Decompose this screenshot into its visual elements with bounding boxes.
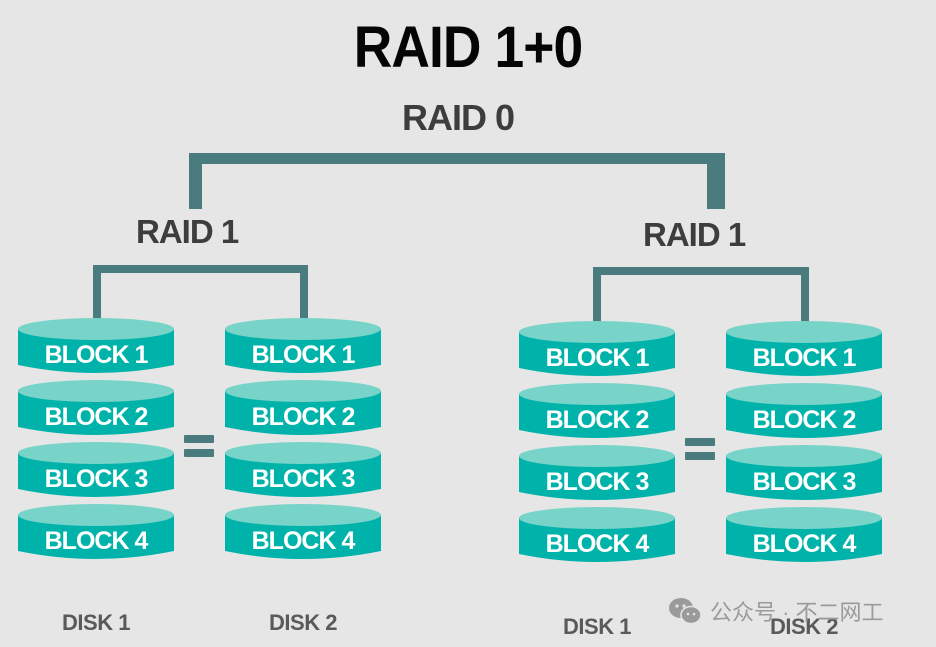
- block: BLOCK 4: [225, 501, 381, 565]
- block: BLOCK 1: [18, 315, 174, 379]
- block: BLOCK 3: [18, 439, 174, 503]
- block: BLOCK 4: [519, 504, 675, 568]
- equals-sign-icon: [184, 435, 214, 463]
- disk: BLOCK 1 BLOCK 2 BLOCK 3 BLOCK 4: [726, 318, 882, 568]
- disk: BLOCK 1 BLOCK 2 BLOCK 3 BLOCK 4: [18, 315, 174, 565]
- raid1-label: RAID 1: [136, 213, 239, 250]
- watermark: 公众号 · 不二网工: [668, 595, 884, 627]
- wechat-icon: [669, 598, 702, 625]
- raid1-label: RAID 1: [643, 216, 746, 253]
- block: BLOCK 3: [519, 442, 675, 506]
- disk-label: DISK 1: [563, 614, 631, 639]
- disk: BLOCK 1 BLOCK 2 BLOCK 3 BLOCK 4: [519, 318, 675, 568]
- disk-label: DISK 1: [62, 610, 130, 635]
- block: BLOCK 1: [519, 318, 675, 382]
- block: BLOCK 1: [225, 315, 381, 379]
- raid0-label: RAID 0: [401, 97, 515, 138]
- block: BLOCK 4: [726, 504, 882, 568]
- block: BLOCK 3: [726, 442, 882, 506]
- block: BLOCK 2: [225, 377, 381, 441]
- equals-sign-icon: [685, 438, 715, 466]
- disk: BLOCK 1 BLOCK 2 BLOCK 3 BLOCK 4: [225, 315, 381, 565]
- block: BLOCK 2: [726, 380, 882, 444]
- block: BLOCK 2: [519, 380, 675, 444]
- diagram-title: RAID 1+0: [353, 15, 583, 80]
- block: BLOCK 3: [225, 439, 381, 503]
- block: BLOCK 4: [18, 501, 174, 565]
- block: BLOCK 1: [726, 318, 882, 382]
- block: BLOCK 2: [18, 377, 174, 441]
- watermark-text: 公众号 · 不二网工: [710, 600, 884, 625]
- disk-label: DISK 2: [770, 614, 838, 639]
- disk-label: DISK 2: [269, 610, 337, 635]
